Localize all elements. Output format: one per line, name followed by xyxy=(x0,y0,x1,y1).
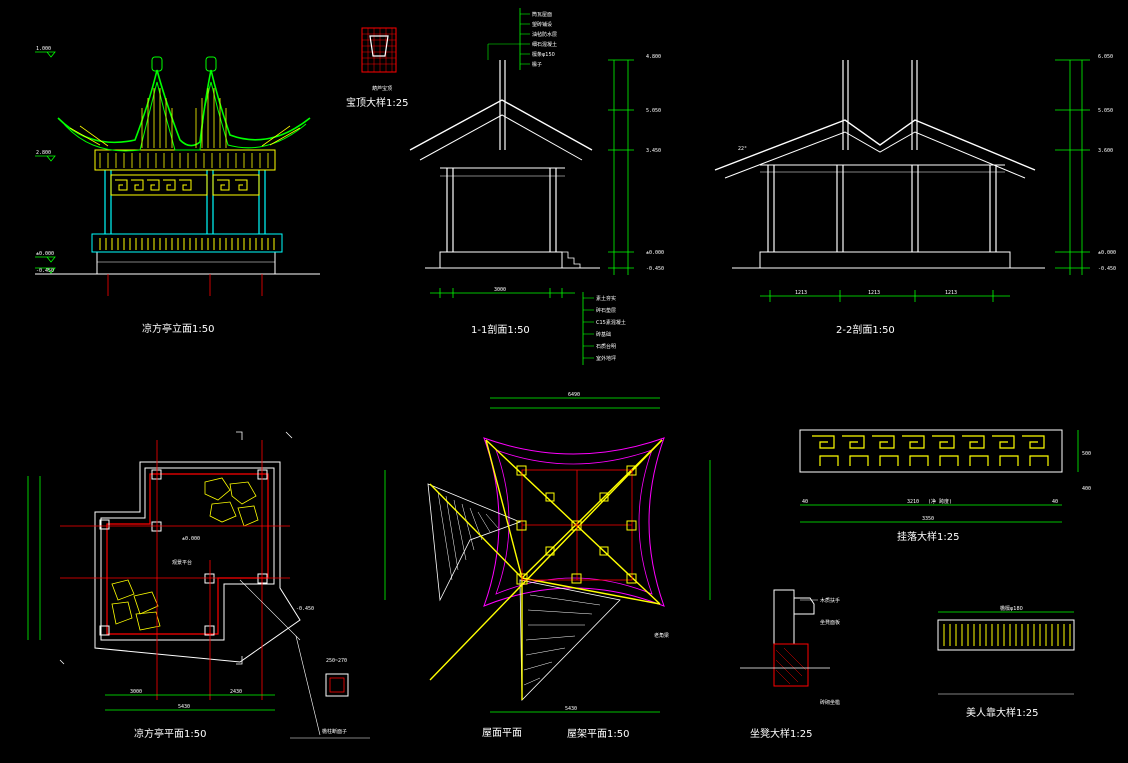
floor-plan: 5430 3000 2430 观景平台 ±0.000 -0.450 250~27… xyxy=(27,440,370,740)
elevation-title: 凉方亭立面1:50 xyxy=(142,322,214,335)
bench-title: 美人靠大样1:25 xyxy=(966,706,1038,719)
railing-title: 挂落大样1:25 xyxy=(897,530,959,543)
seat-note-2: 坐凳面板 xyxy=(820,619,840,626)
seat-title: 坐凳大样1:25 xyxy=(750,727,812,740)
railing-end-left: 40 xyxy=(802,499,808,505)
railing-end-right: 40 xyxy=(1052,499,1058,505)
sec2-top: 6.050 xyxy=(1098,54,1113,60)
finial-detail: 葫芦宝顶 宝顶大样1:25 xyxy=(346,27,408,109)
plan-label: 观景平台 xyxy=(172,559,192,566)
sec2-floor: ±0.000 xyxy=(1098,250,1116,256)
level-eave: 2.800 xyxy=(36,150,51,156)
level-ground: -0.450 xyxy=(36,268,54,274)
plan-span-b: 2430 xyxy=(230,689,242,695)
sec1-ridge: 5.050 xyxy=(646,108,661,114)
sec2-bay-2: 1213 xyxy=(868,290,880,296)
column-detail-label: 檐柱断面子 xyxy=(322,728,347,735)
plan-level-low: -0.450 xyxy=(296,606,314,612)
seat-note-1: 木质扶手 xyxy=(820,597,840,604)
sec2-ground: -0.450 xyxy=(1098,266,1116,272)
note-1: 筒瓦屋面 xyxy=(532,11,552,18)
plan-level: ±0.000 xyxy=(182,536,200,542)
sec1-top: 4.800 xyxy=(646,54,661,60)
foot-note-2: 碎石垫层 xyxy=(596,307,616,314)
note-6: 椽子 xyxy=(532,61,542,68)
bench-note: 檐檩φ180 xyxy=(1000,605,1023,612)
railing-note: (净 跨度) xyxy=(928,498,952,505)
section-1-title: 1-1剖面1:50 xyxy=(471,323,530,336)
roof-plan: 6490 5430 老角梁 屋面平面 屋架平面1:50 xyxy=(384,392,711,740)
structure-plan-title: 屋架平面1:50 xyxy=(567,728,629,740)
plan-span-a: 3000 xyxy=(130,689,142,695)
sec2-mid: 5.050 xyxy=(1098,108,1113,114)
foot-note-1: 素土夯实 xyxy=(596,295,616,302)
roof-total: 6490 xyxy=(568,392,580,398)
note-5: 檩条φ150 xyxy=(532,51,555,58)
sec1-ground: -0.450 xyxy=(646,266,664,272)
railing-span: 3210 xyxy=(907,499,919,505)
finial-label: 葫芦宝顶 xyxy=(372,85,392,92)
roof-bottom: 5430 xyxy=(565,706,577,712)
section-markers xyxy=(59,431,293,665)
roof-note: 老角梁 xyxy=(654,632,669,639)
pavilion-elevation: 1.000 2.800 ±0.000 -0.450 凉方亭立面1:50 xyxy=(35,46,320,335)
note-4: 细石混凝土 xyxy=(532,41,557,48)
foot-note-4: 砖基础 xyxy=(596,331,611,338)
level-floor: ±0.000 xyxy=(36,251,54,257)
level-top: 1.000 xyxy=(36,46,51,52)
foot-note-3: C15素混凝土 xyxy=(596,319,626,326)
sec2-slope: 22° xyxy=(738,146,747,152)
note-2: 望砖铺设 xyxy=(532,21,552,28)
plan-overall: 5430 xyxy=(178,704,190,710)
plan-title: 凉方亭平面1:50 xyxy=(134,727,206,740)
railing-height-2: 400 xyxy=(1082,486,1091,492)
sec2-bay-3: 1213 xyxy=(945,290,957,296)
section-1-1: 3000 4.800 5.050 3.450 ±0.000 -0.450 筒瓦屋… xyxy=(409,8,664,365)
column-dim: 250~270 xyxy=(326,658,347,664)
bench-detail: 檐檩φ180 美人靠大样1:25 xyxy=(937,605,1075,719)
railing-detail: 3210 (净 跨度) 3350 40 40 500 400 挂落大样1:25 xyxy=(799,429,1091,543)
sec1-span: 3000 xyxy=(494,287,506,293)
roof-plan-title: 屋面平面 xyxy=(482,727,522,739)
seat-detail: 木质扶手 坐凳面板 砖砌坐槛 坐凳大样1:25 xyxy=(740,589,840,740)
sec2-eave: 3.600 xyxy=(1098,148,1113,154)
railing-height: 500 xyxy=(1082,451,1091,457)
sec2-bay-1: 1213 xyxy=(795,290,807,296)
finial-title: 宝顶大样1:25 xyxy=(346,96,408,109)
seat-note-3: 砖砌坐槛 xyxy=(820,699,840,706)
section-2-title: 2-2剖面1:50 xyxy=(836,323,895,336)
foot-note-6: 室外地坪 xyxy=(596,355,616,362)
note-3: 油毡防水层 xyxy=(532,31,557,38)
railing-total: 3350 xyxy=(922,516,934,522)
section-2-2: 1213 1213 1213 22° 6.050 5.050 3.600 ±0.… xyxy=(714,54,1116,336)
sec1-floor: ±0.000 xyxy=(646,250,664,256)
foot-note-5: 石质台明 xyxy=(596,343,616,350)
sec1-eave: 3.450 xyxy=(646,148,661,154)
